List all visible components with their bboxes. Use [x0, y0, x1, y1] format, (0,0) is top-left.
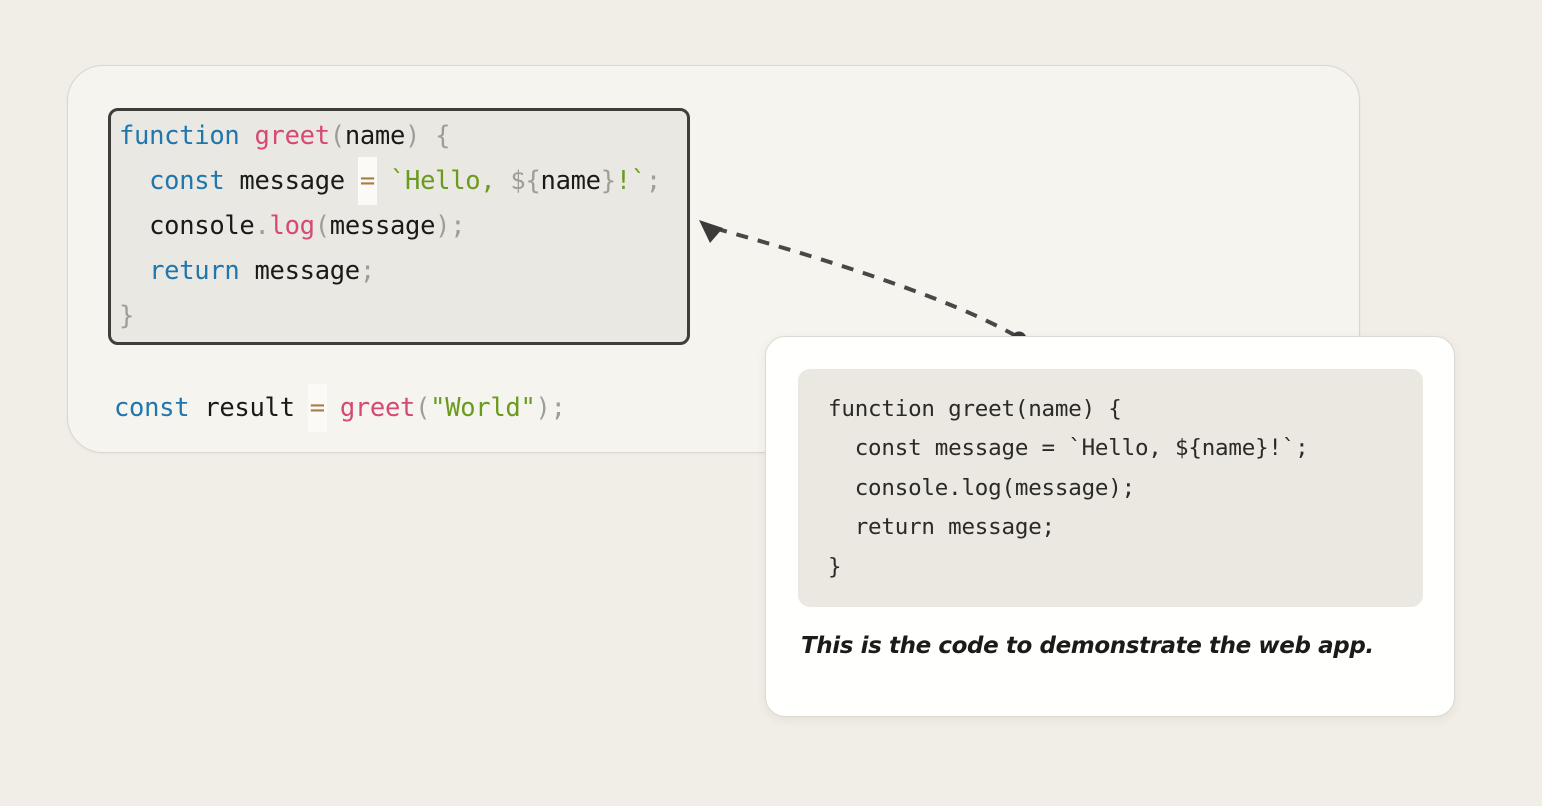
highlighted-code-block[interactable]: function greet(name) { const message = `…	[108, 108, 690, 345]
code-line: function greet(name) {	[119, 121, 451, 151]
annotation-card[interactable]: function greet(name) { const message = `…	[765, 336, 1455, 717]
card-caption: This is the code to demonstrate the web …	[801, 633, 1374, 659]
code-line: const message = `Hello, ${name}!`;	[119, 157, 679, 205]
card-code-block: function greet(name) { const message = `…	[798, 369, 1423, 607]
result-code-line[interactable]: const result = greet("World");	[114, 384, 566, 432]
code-line: console.log(message);	[119, 211, 466, 241]
code-line: return message;	[149, 256, 375, 286]
code-line: const result = greet("World");	[114, 384, 566, 432]
code-line: }	[119, 301, 135, 331]
